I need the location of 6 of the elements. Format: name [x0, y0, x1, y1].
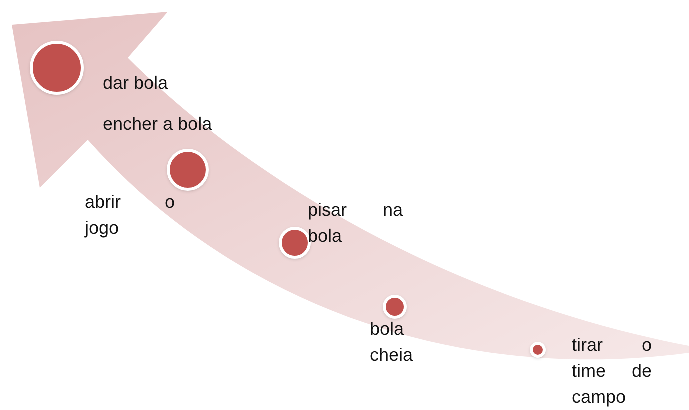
step-label: encher a bola	[103, 113, 213, 136]
step-label: dar bola	[103, 72, 170, 95]
step-label: pisar na bola	[308, 199, 403, 248]
step-label: abrir o jogo	[85, 191, 175, 240]
step-label: bola cheia	[370, 318, 414, 367]
step-label: tirar o time de campo	[572, 334, 652, 409]
